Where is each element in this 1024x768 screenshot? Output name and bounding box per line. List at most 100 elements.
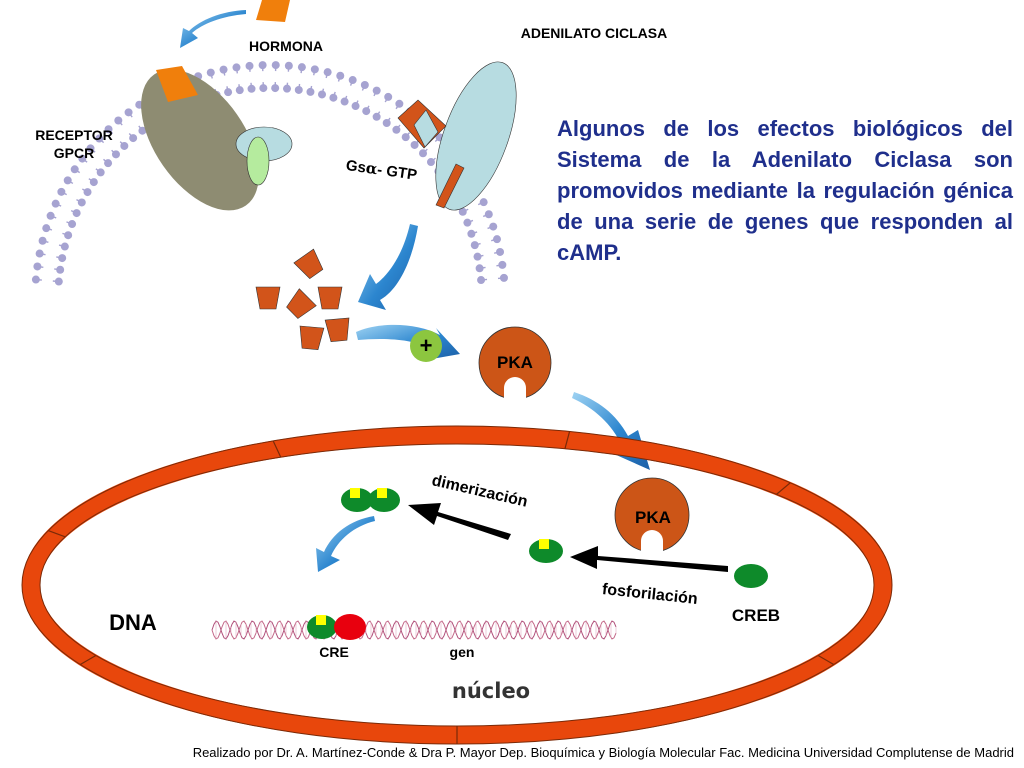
nuclear-pores bbox=[48, 431, 835, 744]
lipid-head bbox=[419, 149, 428, 158]
hormone-arrow bbox=[180, 10, 246, 48]
lipid-head bbox=[57, 187, 66, 196]
lipid-head bbox=[86, 144, 95, 153]
lipid-head bbox=[120, 141, 129, 150]
phosphate-icon bbox=[350, 488, 360, 498]
lipid-head bbox=[58, 254, 67, 263]
lipid-head bbox=[68, 220, 77, 229]
lipid-head bbox=[38, 236, 47, 245]
lipid-head bbox=[95, 134, 104, 143]
cre-element-icon bbox=[334, 614, 366, 640]
nuclear-pore bbox=[564, 431, 571, 449]
lipid-head bbox=[33, 262, 42, 271]
lipid-head bbox=[329, 93, 338, 102]
gpcr-receptor bbox=[141, 66, 293, 211]
intro-paragraph: Algunos de los efectos biológicos del Si… bbox=[557, 116, 1013, 265]
lipid-head bbox=[395, 99, 404, 108]
lipid-head bbox=[498, 260, 507, 269]
dna-strand bbox=[211, 620, 617, 640]
lipid-head bbox=[114, 116, 123, 125]
lipid-head bbox=[362, 107, 371, 116]
nuclear-pore bbox=[79, 654, 97, 666]
gs-alpha: α bbox=[365, 159, 379, 178]
dna-label: DNA bbox=[109, 610, 157, 635]
camp-molecules bbox=[255, 248, 350, 350]
gs-prefix: Gs bbox=[345, 157, 367, 177]
hormone-icon bbox=[256, 0, 290, 22]
lipid-head bbox=[306, 87, 315, 96]
cre-bound-dimer-icon bbox=[307, 614, 366, 640]
lipid-head bbox=[56, 265, 65, 274]
lipid-head bbox=[78, 154, 87, 163]
dimerization-arrow bbox=[408, 503, 511, 540]
lipid-head bbox=[72, 209, 81, 218]
lipid-head bbox=[318, 90, 327, 99]
lipid-head bbox=[463, 218, 472, 227]
dimerization-label: dimerización bbox=[430, 472, 529, 511]
lipid-head bbox=[475, 264, 484, 273]
lipid-head bbox=[372, 112, 381, 121]
pka-label-top: PKA bbox=[497, 353, 533, 372]
gene-label: gen bbox=[450, 644, 475, 660]
lipid-head bbox=[70, 165, 79, 174]
cell-membrane bbox=[31, 61, 508, 286]
lipid-head bbox=[360, 80, 369, 89]
creb-label: CREB bbox=[732, 606, 780, 625]
nuclear-pore bbox=[776, 482, 791, 495]
lipid-head bbox=[232, 63, 241, 72]
adenylate-cyclase bbox=[397, 61, 517, 211]
lipid-head bbox=[31, 275, 40, 284]
hormone-label: HORMONA bbox=[249, 38, 323, 54]
lipid-head bbox=[372, 86, 381, 95]
lipid-head bbox=[124, 108, 133, 117]
gs-suffix: - GTP bbox=[376, 161, 418, 183]
camp-icon bbox=[299, 325, 325, 350]
dna-strand bbox=[211, 620, 617, 640]
phosphorylation-arrow bbox=[570, 546, 728, 572]
lipid-head bbox=[129, 134, 138, 143]
phosphate-icon bbox=[377, 488, 387, 498]
lipid-head bbox=[271, 61, 280, 70]
lipid-head bbox=[206, 68, 215, 77]
lipid-head bbox=[77, 198, 86, 207]
lipid-head bbox=[283, 84, 292, 93]
lipid-head bbox=[382, 119, 391, 128]
lipid-head bbox=[492, 235, 501, 244]
dna-binding-arrow bbox=[316, 516, 375, 572]
pka-icon bbox=[478, 326, 552, 400]
phosphorylation-label: fosforilación bbox=[601, 581, 698, 608]
lipid-head bbox=[63, 176, 72, 185]
lipid-head bbox=[323, 68, 332, 77]
lipid-head bbox=[426, 158, 435, 167]
lipid-head bbox=[336, 71, 345, 80]
nuclear-pore bbox=[48, 530, 66, 538]
receptor-label-line2: GPCR bbox=[54, 145, 94, 161]
camp-icon bbox=[286, 288, 317, 319]
lipid-head bbox=[294, 85, 303, 94]
lipid-head bbox=[138, 126, 147, 135]
lipid-head bbox=[479, 198, 488, 207]
lipid-head bbox=[259, 84, 268, 93]
lipid-head bbox=[60, 242, 69, 251]
lipid-head bbox=[340, 97, 349, 106]
lipid-head bbox=[484, 210, 493, 219]
phospho-creb-icon bbox=[529, 539, 563, 563]
nuclear-pore bbox=[272, 440, 282, 458]
lipid-head bbox=[467, 229, 476, 238]
lipid-head bbox=[410, 140, 419, 149]
lipid-head bbox=[348, 76, 357, 85]
lipid-head bbox=[284, 61, 293, 70]
dna-helix-icon bbox=[211, 620, 617, 640]
lipid-head bbox=[496, 247, 505, 256]
lipid-head bbox=[111, 150, 120, 159]
lipid-head bbox=[245, 61, 254, 70]
gdp-gtp-marker bbox=[413, 109, 439, 148]
lipid-head bbox=[489, 222, 498, 231]
receptor-label-line1: RECEPTOR bbox=[35, 127, 113, 143]
lipid-head bbox=[96, 168, 105, 177]
lipid-head bbox=[258, 61, 267, 70]
lipid-head bbox=[64, 231, 73, 240]
lipid-head bbox=[470, 241, 479, 250]
credit-line: Realizado por Dr. A. Martínez-Conde & Dr… bbox=[192, 745, 1014, 760]
